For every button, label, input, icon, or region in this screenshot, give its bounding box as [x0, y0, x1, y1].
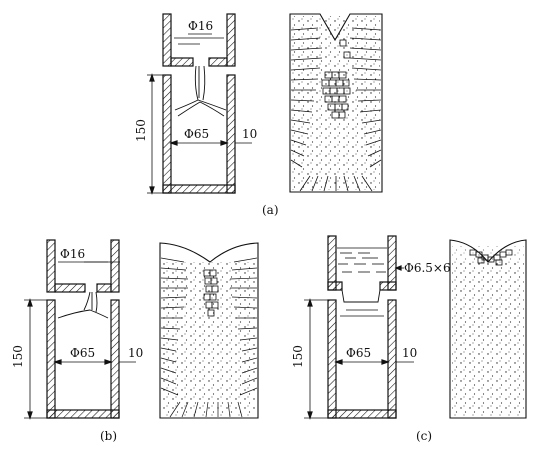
caption-c: (c) [416, 429, 432, 443]
label-height-a: 150 [134, 119, 148, 142]
label-phi65-a: Φ65 [184, 127, 209, 141]
mold-diagram-a [147, 13, 252, 195]
ingot-section-a [289, 13, 383, 193]
label-wall-c: 10 [402, 346, 417, 360]
ingot-section-b [159, 242, 259, 419]
label-slot-c: Φ6.5×6 [404, 261, 451, 275]
label-height-b: 150 [11, 345, 25, 368]
label-phi65-c: Φ65 [346, 346, 371, 360]
label-phi16-a: Φ16 [188, 19, 213, 33]
caption-a: (a) [262, 203, 279, 217]
caption-b: (b) [100, 429, 117, 443]
mold-diagram-c [304, 235, 414, 420]
ingot-section-c [449, 239, 527, 419]
mold-diagram-b [24, 239, 136, 420]
label-height-c: 150 [291, 345, 305, 368]
label-phi65-b: Φ65 [70, 346, 95, 360]
label-wall-b: 10 [128, 346, 143, 360]
label-phi16-b: Φ16 [60, 247, 85, 261]
label-wall-a: 10 [242, 127, 257, 141]
